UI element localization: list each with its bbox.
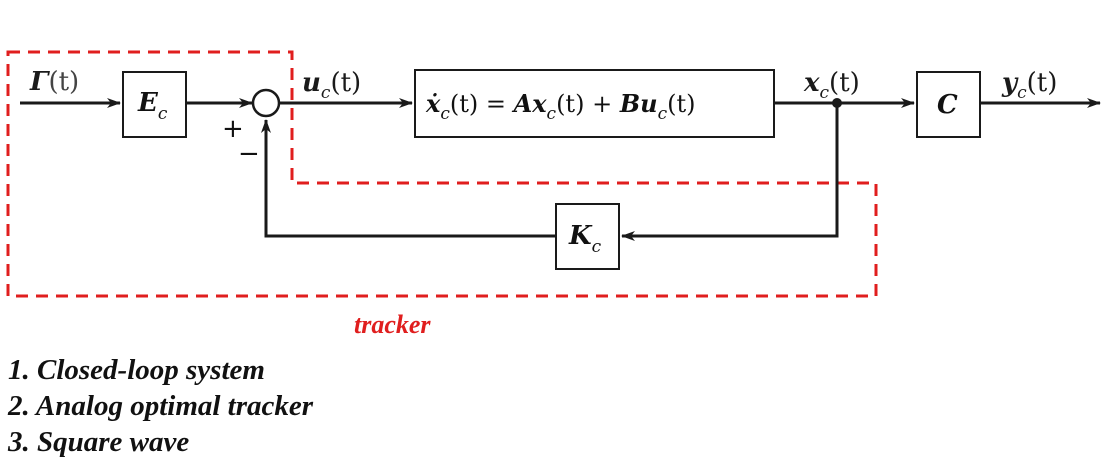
plant-block xyxy=(414,69,775,138)
feedback-block-kc xyxy=(555,203,620,270)
summing-plus-sign: + xyxy=(222,114,244,144)
note-item: 2. Analog optimal tracker xyxy=(8,390,314,422)
note-item: 3. Square wave xyxy=(8,426,190,458)
note-item: 1. Closed-loop system xyxy=(8,354,265,386)
plant-equation: ẋc(t) = Axc(t) + Buc(t) xyxy=(425,89,695,124)
tracker-label: tracker xyxy=(354,310,431,339)
output-block-label: C xyxy=(937,90,958,120)
feedback-block-label: Kc xyxy=(568,221,602,257)
input-signal-label: Γ(t) xyxy=(29,67,79,97)
gain-block-label: Ec xyxy=(137,88,168,124)
state-signal-label: xc(t) xyxy=(803,68,860,103)
block-diagram: + − Ec ẋc(t) = Axc(t) + Buc(t) C Kc Γ(t)… xyxy=(6,50,1101,339)
gain-block-ec xyxy=(122,71,187,138)
summing-minus-sign: − xyxy=(238,139,260,169)
tracker-boundary xyxy=(6,50,878,298)
control-signal-label: uc(t) xyxy=(302,68,361,103)
summing-junction xyxy=(251,88,281,118)
feedback-wire-down xyxy=(621,103,839,241)
feedback-wire-return xyxy=(261,119,556,238)
output-signal-label: yc(t) xyxy=(1001,68,1057,103)
notes-list: 1. Closed-loop system 2. Analog optimal … xyxy=(8,352,313,460)
output-block-c xyxy=(916,71,981,138)
pickoff-point xyxy=(832,98,842,108)
